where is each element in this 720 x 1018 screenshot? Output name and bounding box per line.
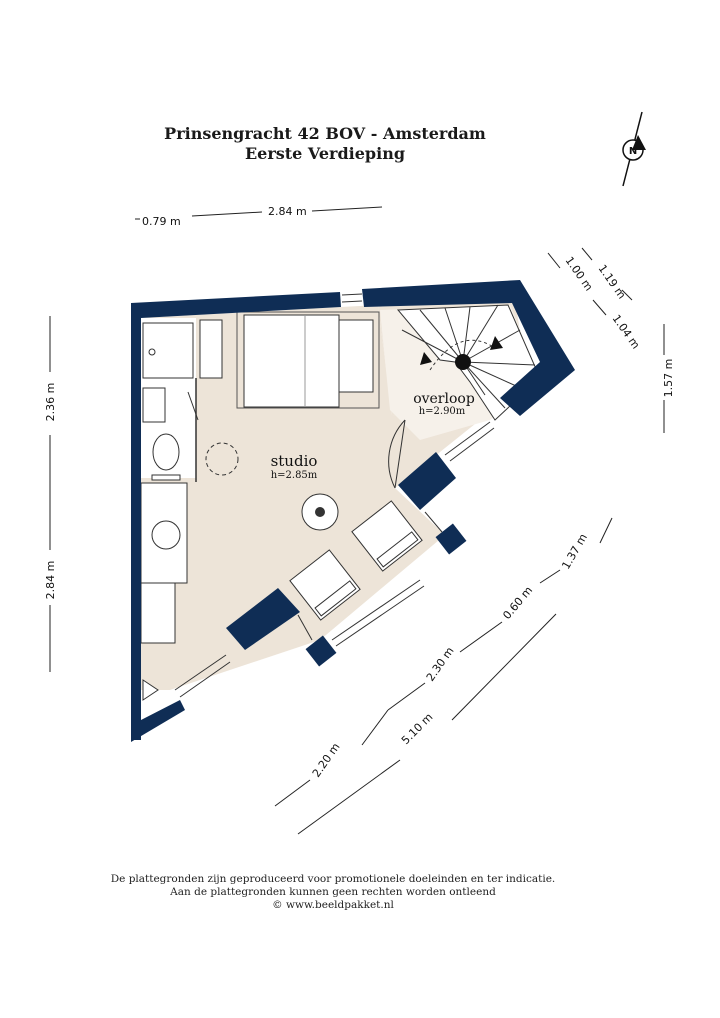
dim-top-a: 0.79 m [142,215,181,228]
dim-right-upper: 1.57 m [662,359,675,398]
kitchen-cabinet [140,582,176,644]
studio-door-swing [388,419,406,489]
dim-left-lower: 2.84 m [44,561,57,600]
floor-name: Eerste Verdieping [244,144,406,163]
plant-rug-icon [205,442,239,476]
dim-stair-c: 1.04 m [610,312,643,351]
bath-cabinet [199,319,223,379]
stair-direction-arrow [429,339,496,371]
plan-title: Prinsengracht 42 BOV - Amsterdam [164,124,486,143]
dim-diag-b: 0.60 m [500,584,535,622]
room-name-overloop: overloop [413,391,475,407]
dim-diag-c: 2.30 m [424,645,457,684]
shower-drain-icon [148,348,156,356]
hall-corner-fixture [142,679,159,701]
room-height-studio: h=2.85m [271,470,318,481]
walls [131,280,575,742]
dim-left-upper: 2.36 m [44,383,57,422]
wash-basin-small [142,387,166,423]
disclaimer-line-2: Aan de plattegronden kunnen geen rechten… [170,886,496,898]
dim-diag-d: 2.20 m [310,741,343,780]
room-height-overloop: h=2.90m [419,406,466,417]
stair-arrow-head-icon [490,336,503,350]
sink-icon [151,520,181,550]
compass: N [622,111,646,187]
studio-door-leaf [394,419,406,489]
disclaimer-line-1: De plattegronden zijn geproduceerd voor … [110,873,556,885]
dim-diag-total: 5.10 m [399,711,436,748]
dim-top-b: 2.84 m [268,205,307,218]
bed [243,314,340,408]
shower-tray [142,322,194,379]
armchair-upper [351,500,423,572]
compass-label: N [629,146,637,157]
copyright-line: © www.beeldpakket.nl [272,899,394,911]
bath-door-leaf [187,391,199,421]
windows [174,293,495,698]
stair-arrow-tail-icon [420,352,432,365]
room-name-studio: studio [271,452,318,470]
bed-frame [236,311,380,409]
dim-stair-a: 1.19 m [596,262,629,301]
pillows [338,319,374,393]
toilet-icon [152,433,180,471]
dim-diag-a: 1.37 m [559,531,590,571]
compass-arrow-icon [632,135,646,150]
dim-stair-b: 1.00 m [563,254,596,293]
table-plant-icon [315,507,325,517]
armchair-lower [289,549,361,621]
stair-newel [455,354,471,370]
dimension-lines [49,206,665,835]
toilet-tank [151,474,181,481]
